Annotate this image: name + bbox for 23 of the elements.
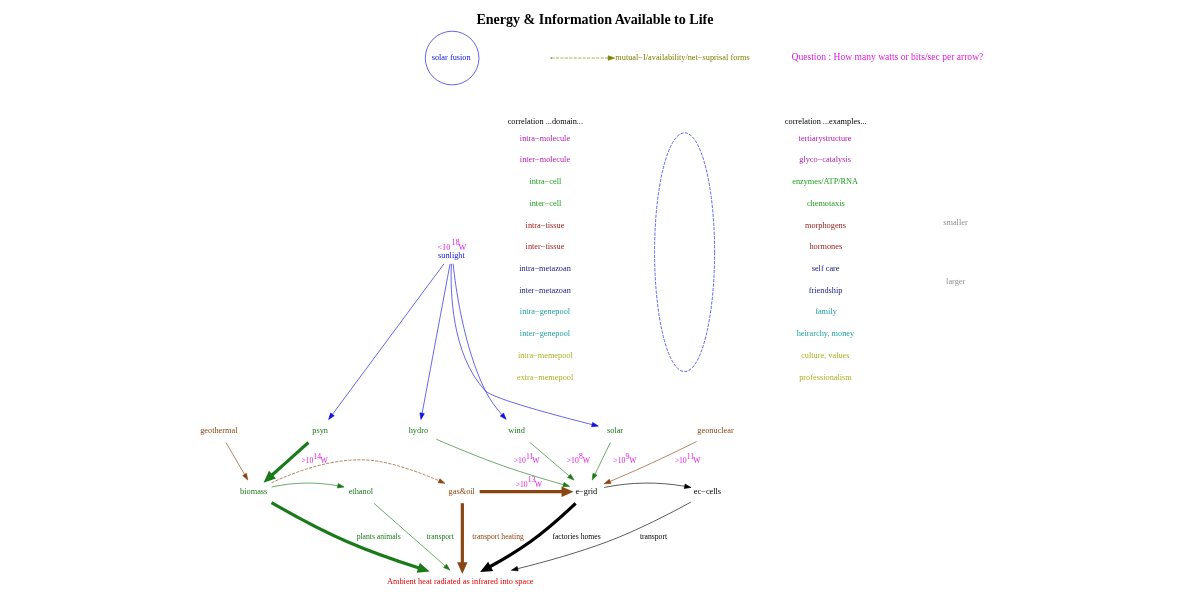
arrow [452,263,507,420]
arrow [225,442,249,481]
arrow [328,263,445,420]
arrow [511,501,692,572]
arrow [603,482,692,489]
arrow [419,263,451,420]
arrow [479,486,574,497]
arrow [436,438,570,488]
arrow [480,502,577,573]
arrow [551,55,615,61]
arrow [457,503,468,575]
arrow [263,441,310,483]
arrow [450,263,599,428]
diagram-title: Energy & Information Available to Life [476,10,714,27]
arrow [373,502,451,571]
node-ellipse [654,132,715,372]
arrow [529,442,575,481]
arrow [271,459,446,484]
arrow [591,442,611,481]
label: Question : How many watts or bits/sec per arrow? [791,51,984,63]
arrow [271,482,345,489]
arrow [270,501,430,573]
arrow [603,441,697,485]
